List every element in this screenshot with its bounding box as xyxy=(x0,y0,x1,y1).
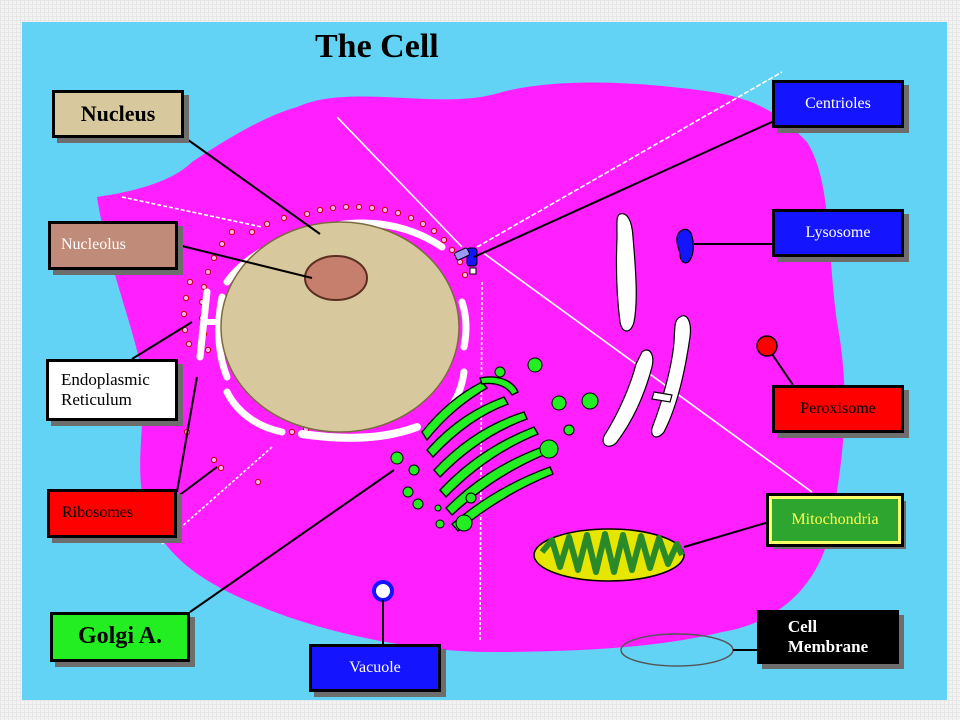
cell-cytoplasm xyxy=(97,82,845,653)
slide: The Cell Nucleus Nucleolus Endoplasmic R… xyxy=(22,22,947,700)
label-lysosome-text: Lysosome xyxy=(805,223,871,241)
label-vacuole: Vacuole xyxy=(309,644,441,692)
label-peroxisome-text: Peroxisome xyxy=(800,399,876,417)
label-ribosomes: Ribosomes xyxy=(47,489,177,538)
nucleolus xyxy=(304,255,368,301)
diagram-title: The Cell xyxy=(315,28,439,65)
label-centrioles: Centrioles xyxy=(772,80,904,128)
lysosome xyxy=(676,228,694,264)
centrioles xyxy=(454,247,478,275)
vacuole xyxy=(372,580,394,602)
label-centrioles-text: Centrioles xyxy=(805,94,871,112)
mitochondrion xyxy=(533,528,685,582)
leader-lines xyxy=(131,121,794,651)
label-lysosome: Lysosome xyxy=(772,209,904,257)
label-mitochondria-text: Mitochondria xyxy=(791,510,879,528)
golgi-vesicles xyxy=(390,357,599,532)
label-nucleus-text: Nucleus xyxy=(80,101,156,127)
label-ribosomes-text: Ribosomes xyxy=(62,504,134,522)
cell-diagram xyxy=(97,71,845,667)
peroxisome xyxy=(756,335,778,357)
label-membrane-line-2: Membrane xyxy=(787,637,869,656)
label-er-text: Endoplasmic Reticulum xyxy=(61,370,150,409)
label-membrane-text: Cell Membrane xyxy=(788,617,868,656)
label-nucleolus-text: Nucleolus xyxy=(61,236,126,254)
smooth-er-right xyxy=(602,213,692,447)
label-er-line-1: Endoplasmic xyxy=(61,370,150,390)
label-er-line-2: Reticulum xyxy=(61,390,132,409)
nucleus xyxy=(220,221,460,433)
label-nucleus: Nucleus xyxy=(52,90,184,138)
label-nucleolus: Nucleolus xyxy=(48,221,178,270)
label-endoplasmic-reticulum: Endoplasmic Reticulum xyxy=(46,359,178,421)
label-cell-membrane: Cell Membrane xyxy=(757,610,899,664)
label-golgi-text: Golgi A. xyxy=(77,623,162,650)
label-mitochondria: Mitochondria xyxy=(766,493,904,547)
label-peroxisome: Peroxisome xyxy=(772,385,904,433)
label-vacuole-text: Vacuole xyxy=(349,658,401,676)
label-membrane-line-1: Cell xyxy=(787,617,818,637)
label-golgi: Golgi A. xyxy=(50,612,190,662)
